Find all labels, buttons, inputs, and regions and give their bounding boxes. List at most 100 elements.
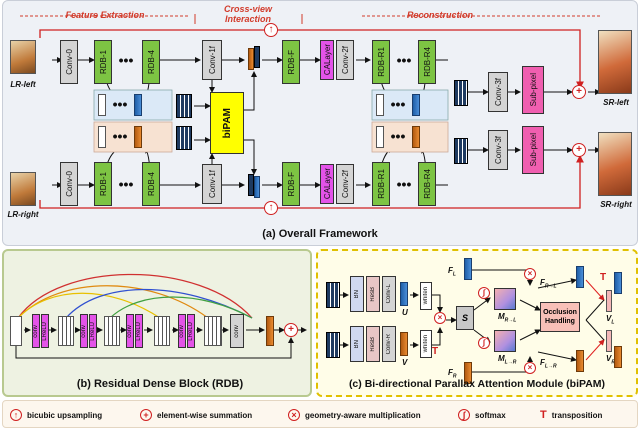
calayer-bottom: CALayer bbox=[320, 164, 334, 204]
rdb-concat-2 bbox=[104, 316, 120, 346]
conv0-bottom: Conv-0 bbox=[60, 162, 78, 206]
label-v: V bbox=[402, 358, 408, 367]
rdb-conv-3: conv bbox=[126, 314, 134, 348]
feature-map-blue-top bbox=[134, 94, 142, 116]
rdb-concat-4 bbox=[204, 316, 222, 346]
bn-top: BN bbox=[350, 276, 364, 312]
valid-mask-r bbox=[606, 330, 612, 352]
fused-feature-top bbox=[248, 48, 254, 70]
conv2f-top: Conv-2f bbox=[336, 40, 354, 80]
attention-map-lr bbox=[494, 330, 516, 352]
label-flr: FL→R bbox=[540, 358, 557, 370]
fused-feature-bottom bbox=[248, 174, 254, 196]
feature-u bbox=[400, 282, 408, 306]
upsampling-icon: ↑ bbox=[10, 409, 22, 421]
output-fr bbox=[614, 346, 622, 368]
recon-concat-top bbox=[454, 80, 468, 106]
recon-feature-white-bottom bbox=[376, 126, 384, 148]
subpixel-top: Sub-pixel bbox=[522, 66, 544, 114]
recon-feature-white-top bbox=[376, 94, 384, 116]
geometry-mult-icon-top: × bbox=[524, 268, 536, 280]
rdbf-bottom: RDB-F bbox=[282, 162, 300, 206]
rdb1-top: RDB-1 bbox=[94, 40, 112, 84]
lr-right-label: LR-right bbox=[7, 210, 39, 219]
stage-feature-extraction: Feature Extraction bbox=[65, 10, 145, 20]
label-frl: FR→L bbox=[540, 278, 557, 290]
bn-bottom: BN bbox=[350, 326, 364, 362]
score-s: S bbox=[456, 306, 474, 330]
convr-block: Conv-R bbox=[382, 326, 396, 362]
legend-summation: + element-wise summation bbox=[140, 409, 252, 421]
rdb-output-feature bbox=[266, 316, 274, 346]
recon-concat-bottom bbox=[454, 138, 468, 164]
bipam-input-right bbox=[326, 332, 340, 358]
feature-v bbox=[400, 332, 408, 356]
rdb-lrelu-3: LReLU bbox=[135, 314, 143, 348]
rdb-conv-final: conv bbox=[230, 314, 244, 348]
lr-left-label: LR-left bbox=[10, 80, 36, 89]
label-mrl: MR→L bbox=[498, 312, 517, 324]
whiten-bottom: whiten bbox=[420, 330, 432, 358]
label-mlr: ML→R bbox=[498, 354, 517, 366]
ellipsis-recon-a: ••• bbox=[390, 96, 406, 112]
label-vr: VR bbox=[606, 354, 615, 366]
rdbr1-top: RDB-R1 bbox=[372, 40, 390, 84]
multiplication-icon: × bbox=[288, 409, 300, 421]
rdbr1-bottom: RDB-R1 bbox=[372, 162, 390, 206]
fused-feature-top-b bbox=[254, 46, 260, 68]
rdb4-top: RDB-4 bbox=[142, 40, 160, 84]
output-fl bbox=[614, 272, 622, 294]
sr-right-label: SR-right bbox=[600, 200, 632, 209]
ellipsis-top-b: ••• bbox=[396, 52, 412, 68]
sr-left-image bbox=[598, 30, 632, 94]
rdb-lrelu-2: LReLU bbox=[89, 314, 97, 348]
rdb-conv-2: conv bbox=[80, 314, 88, 348]
lr-right-image bbox=[10, 172, 36, 206]
legend-transposition: T transposition bbox=[540, 409, 603, 421]
fused-feature-bottom-b bbox=[254, 176, 260, 198]
rdb-conv-1: conv bbox=[32, 314, 40, 348]
panel-b-caption: (b) Residual Dense Block (RDB) bbox=[76, 378, 244, 390]
resb-bottom: ResB bbox=[366, 326, 380, 362]
valid-mask-l bbox=[606, 290, 612, 312]
transposition-icon: T bbox=[540, 409, 547, 421]
legend-geometry: × geometry-aware multiplication bbox=[288, 409, 421, 421]
transpose-icon-bottom: T bbox=[432, 346, 439, 357]
feature-fl bbox=[464, 258, 472, 280]
rdb-input-feature bbox=[10, 316, 22, 346]
rdb4-bottom: RDB-4 bbox=[142, 162, 160, 206]
attention-map-rl bbox=[494, 288, 516, 310]
sum-icon-bottom: + bbox=[572, 143, 586, 157]
feature-map-white-top bbox=[98, 94, 106, 116]
label-fr: FR bbox=[448, 368, 457, 380]
feature-map-white-bottom bbox=[98, 126, 106, 148]
rdbf-top: RDB-F bbox=[282, 40, 300, 84]
transpose-icon-top: T bbox=[600, 272, 607, 283]
conv3f-bottom: Conv-3f bbox=[488, 130, 508, 170]
occlusion-handling-block: Occlusion Handling bbox=[540, 302, 580, 332]
rdb-conv-4: conv bbox=[178, 314, 186, 348]
bipam-block: biPAM bbox=[210, 92, 244, 154]
sr-left-label: SR-left bbox=[603, 98, 629, 107]
ellipsis-bottom-b: ••• bbox=[396, 176, 412, 192]
rdb-concat-1 bbox=[58, 316, 74, 346]
subpixel-bottom: Sub-pixel bbox=[522, 126, 544, 174]
conv1f-top: Conv-1f bbox=[202, 40, 222, 80]
legend-upsampling: ↑ bicubic upsampling bbox=[10, 409, 102, 421]
legend-softmax: ∫ softmax bbox=[458, 409, 506, 421]
rdbr4-bottom: RDB-R4 bbox=[418, 162, 436, 206]
stage-reconstruction: Reconstruction bbox=[406, 10, 473, 20]
rdb-sum-icon: + bbox=[284, 323, 298, 337]
ellipsis-mid-b: ••• bbox=[112, 128, 128, 144]
feature-frl bbox=[576, 266, 584, 288]
label-u: U bbox=[402, 308, 408, 317]
calayer-top: CALayer bbox=[320, 40, 334, 80]
concat-features-bottom bbox=[176, 126, 192, 150]
convl-block: Conv-L bbox=[382, 276, 396, 312]
rdb-concat-3 bbox=[154, 316, 170, 346]
recon-feature-blue-top bbox=[412, 94, 420, 116]
ellipsis-top-a: ••• bbox=[118, 52, 134, 68]
label-vl: VL bbox=[606, 314, 615, 326]
